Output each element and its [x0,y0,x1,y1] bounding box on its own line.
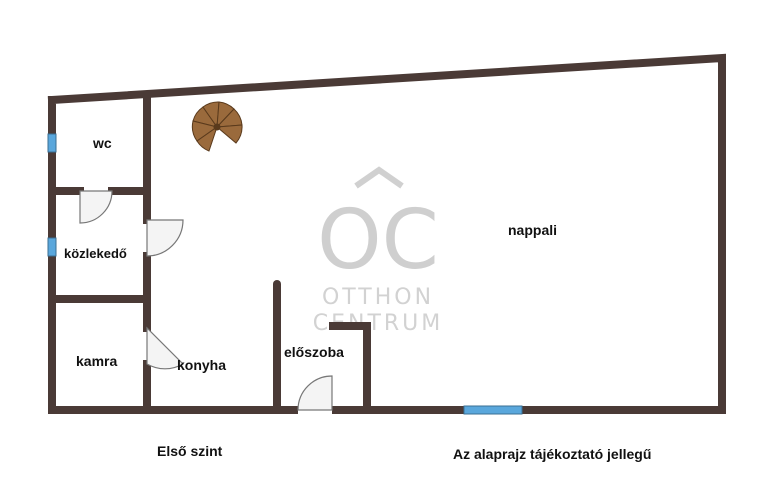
walls [47,53,726,414]
window-nappali [463,405,523,415]
room-label-kamra: kamra [76,353,117,369]
room-label-kozlekedo: közlekedő [64,246,127,261]
watermark-line1: OTTHON [322,285,434,310]
outer-wall [47,53,726,414]
room-label-konyha: konyha [177,357,226,373]
window-wc [47,133,57,153]
caption-level: Első szint [157,443,223,459]
door-wc [79,190,113,224]
watermark: OC OTTHON CENTRUM [313,166,440,336]
windows [47,133,523,415]
door-konyha-lower [146,326,184,370]
watermark-monogram: OC [317,193,439,288]
doors [79,190,333,411]
spiral-stair-icon [191,101,243,152]
door-konyha-upper [146,219,184,257]
watermark-roof-icon [354,166,404,189]
window-kozlekedo [47,237,57,257]
caption-disclaimer: Az alaprajz tájékoztató jellegű [453,446,651,462]
door-entrance [297,375,333,411]
room-label-wc: wc [92,135,112,151]
room-label-eloszoba: előszoba [284,344,344,360]
room-label-nappali: nappali [508,222,557,238]
